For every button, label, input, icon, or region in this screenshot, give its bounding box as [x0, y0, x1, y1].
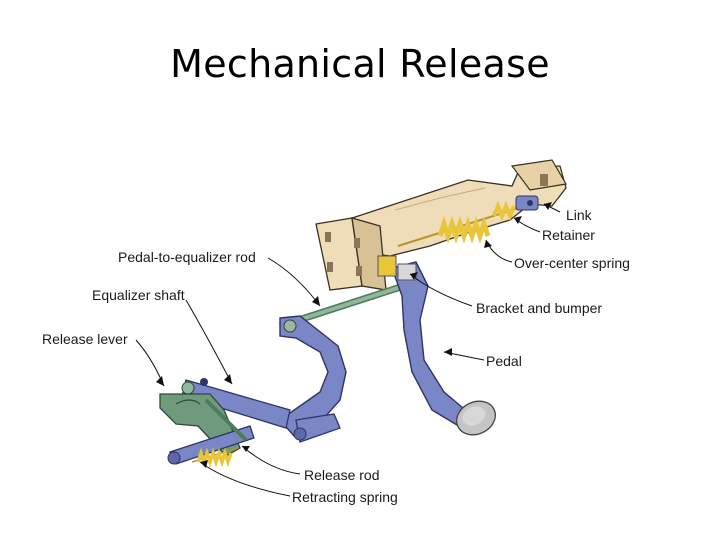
- arrowheads: [156, 202, 552, 468]
- label-pedal-to-equalizer-rod: Pedal-to-equalizer rod: [118, 249, 256, 265]
- equalizer-shaft: [181, 378, 291, 429]
- release-lever: [159, 393, 255, 465]
- pedal-bracket: [315, 159, 567, 291]
- page-title: Mechanical Release: [170, 42, 550, 86]
- over-center-spring: [397, 200, 526, 247]
- label-equalizer-shaft: Equalizer shaft: [92, 287, 185, 303]
- label-bracket-and-bumper: Bracket and bumper: [476, 300, 602, 316]
- label-release-rod: Release rod: [304, 467, 380, 483]
- label-release-lever: Release lever: [42, 331, 128, 347]
- bracket-and-bumper: [377, 255, 417, 281]
- label-retainer: Retainer: [542, 227, 595, 243]
- label-retracting-spring: Retracting spring: [292, 489, 398, 505]
- link: [515, 195, 539, 211]
- retracting-spring: [191, 447, 239, 468]
- label-link: Link: [566, 207, 593, 223]
- label-pedal: Pedal: [486, 353, 522, 369]
- release-rod: [204, 398, 248, 442]
- equalizer-lever: [278, 315, 347, 443]
- label-over-center-spring: Over-center spring: [514, 255, 630, 271]
- clutch-pedal: [391, 261, 496, 436]
